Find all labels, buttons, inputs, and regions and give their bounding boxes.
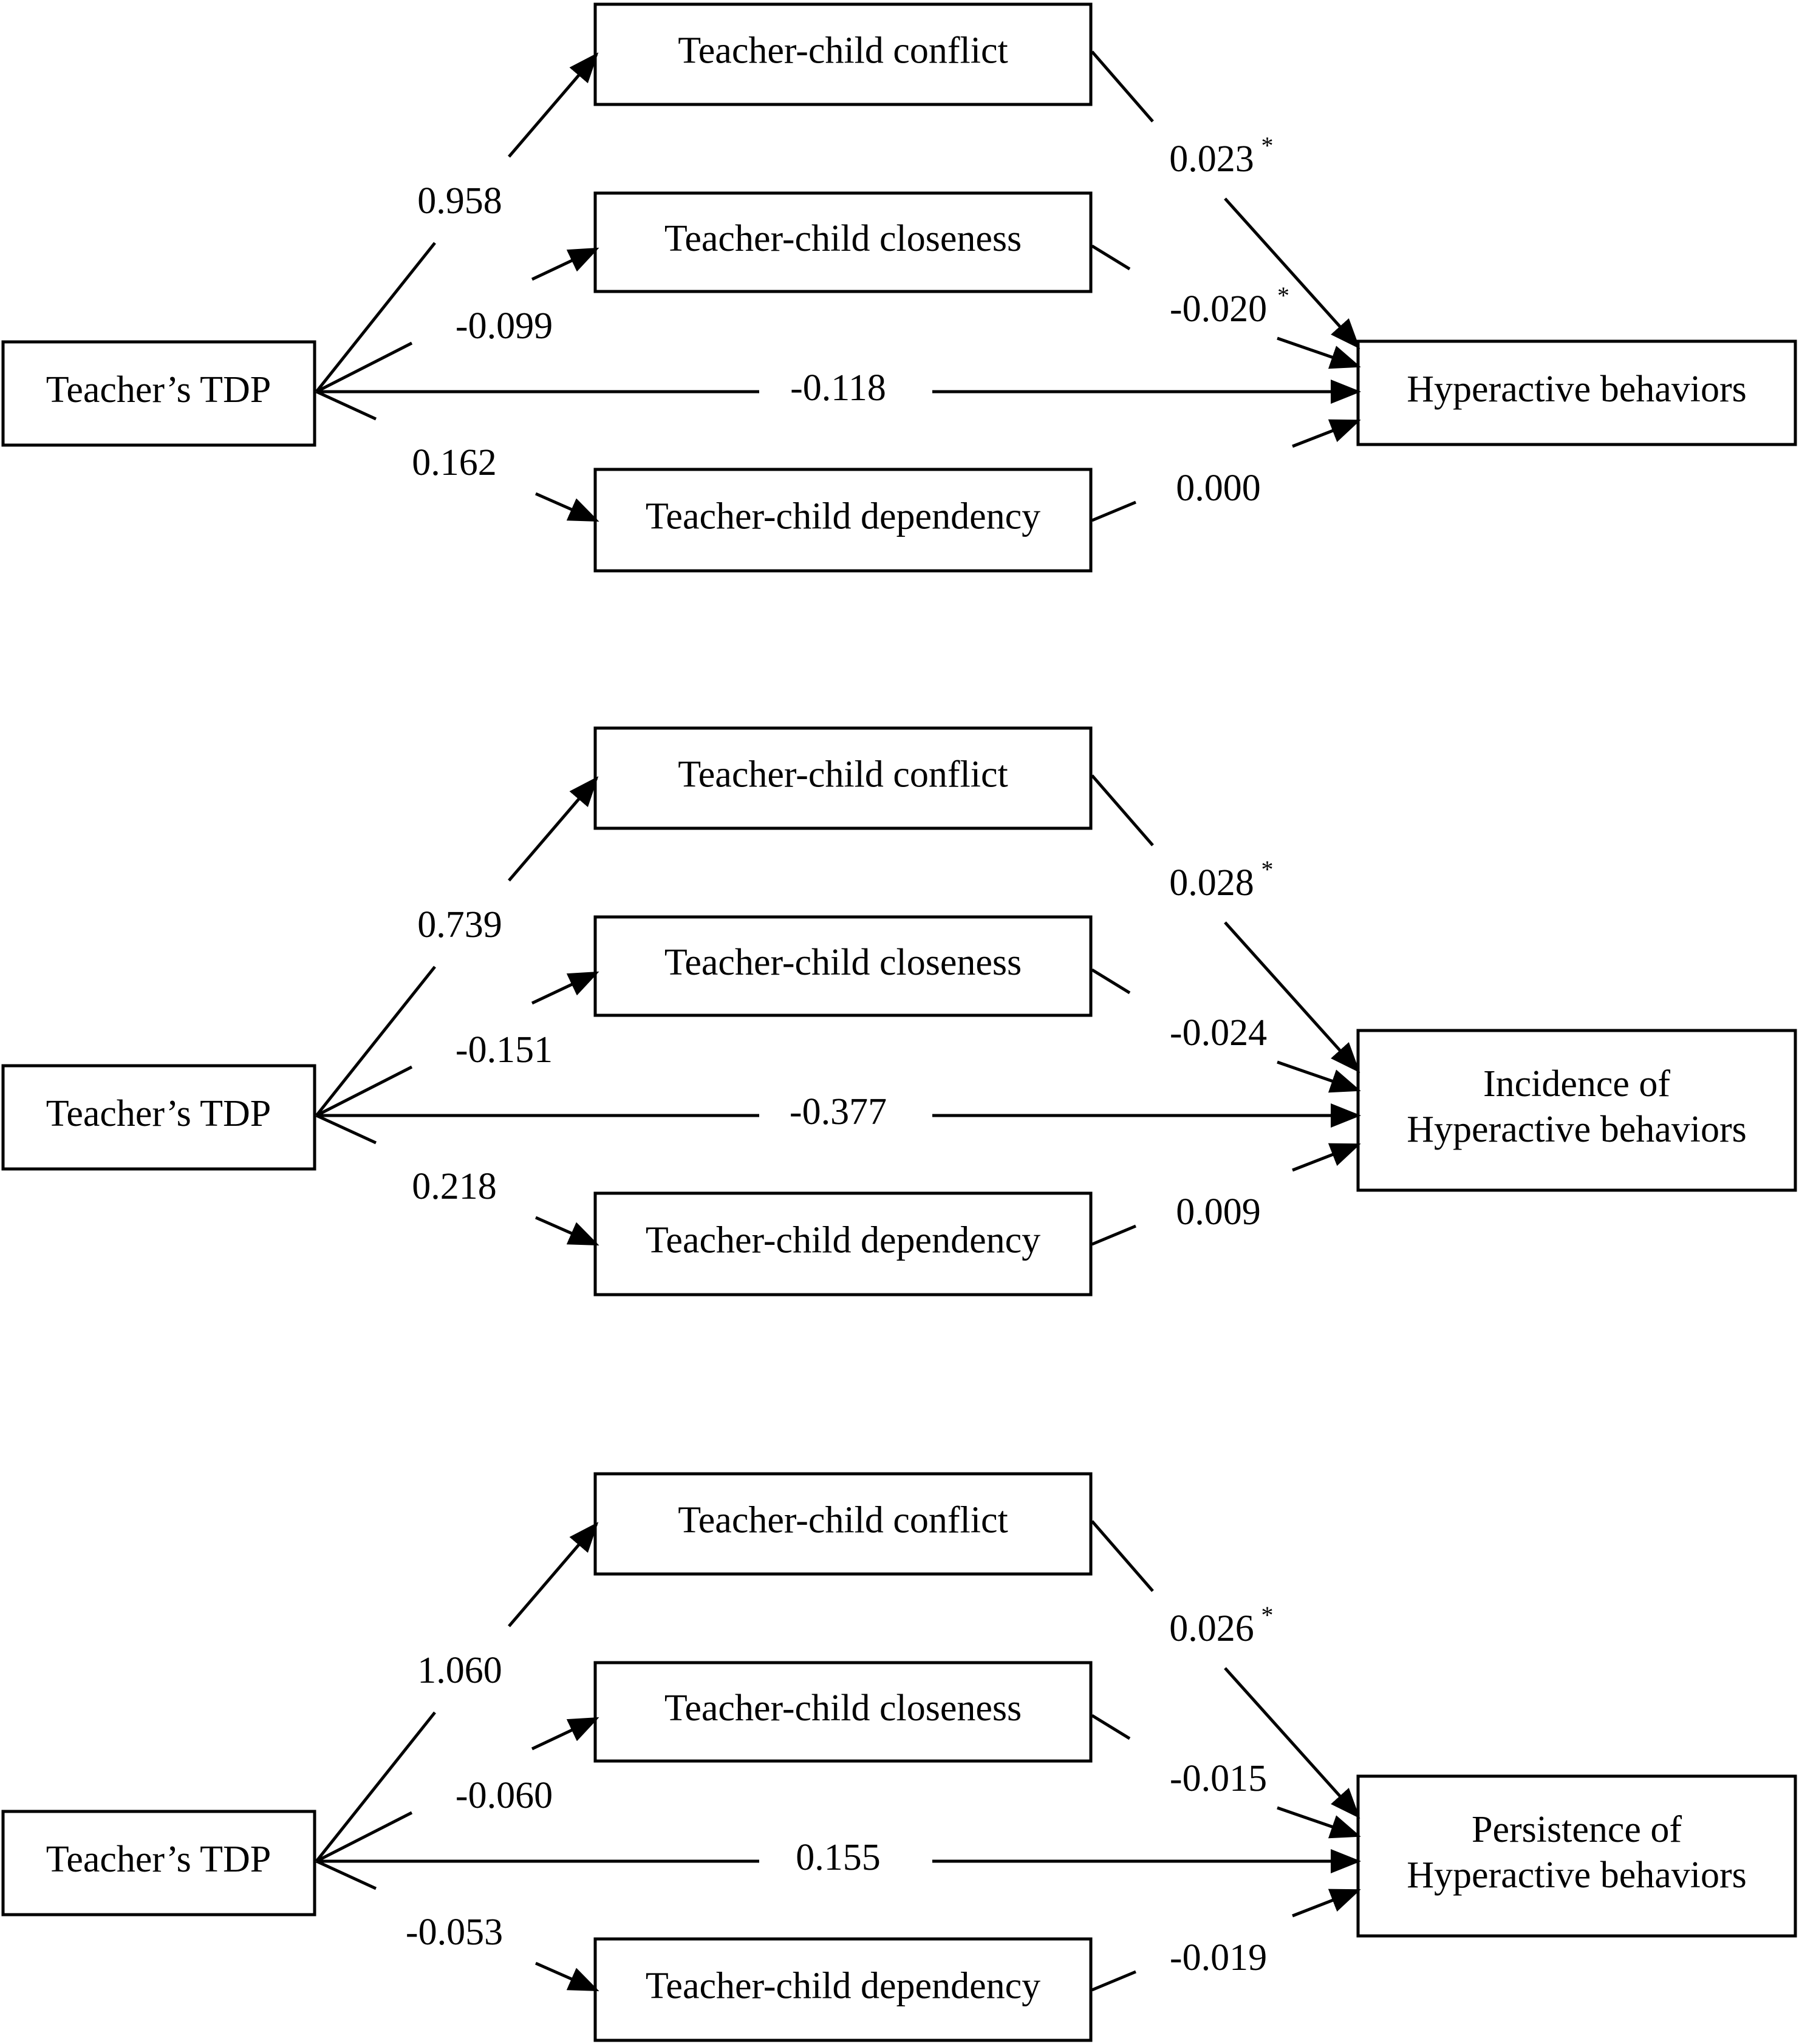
a-path-conflict-arrow [508, 776, 599, 882]
a-path-dependency-arrow [534, 1961, 599, 1992]
b-path-dependency-line [1091, 1970, 1136, 1992]
a-path-closeness-coefficient: -0.151 [456, 1029, 553, 1071]
a-path-dependency-arrow [534, 1216, 599, 1246]
mediator-label-conflict: Teacher-child conflict [678, 754, 1008, 795]
direct-path-coefficient: 0.155 [796, 1837, 881, 1878]
b-path-conflict-arrow [1224, 1667, 1360, 1819]
a-path-dependency-line [315, 1114, 377, 1145]
a-path-dependency-coefficient: 0.162 [412, 442, 497, 483]
b-path-conflict-line [1091, 50, 1154, 123]
source-box [1, 340, 316, 447]
b-path-dependency-arrow [1292, 419, 1361, 448]
b-path-conflict-arrow [1224, 197, 1360, 349]
b-path-closeness-arrow [1277, 1060, 1361, 1093]
b-path-dependency-coefficient: 0.009 [1176, 1191, 1261, 1233]
a-path-dependency-arrow [534, 492, 599, 522]
outcome-label-line-1: Incidence of [1483, 1063, 1670, 1105]
mediator-label-conflict: Teacher-child conflict [678, 30, 1008, 72]
b-path-conflict-coefficient: 0.023 [1169, 138, 1254, 180]
a-path-closeness-line [315, 1811, 413, 1863]
b-path-conflict-coefficient-significance-star: * [1261, 132, 1274, 159]
a-path-conflict-coefficient: 0.958 [417, 180, 502, 222]
path-model-panel-1: Teacher’s TDP Teacher-child conflictTeach… [1, 2, 1797, 573]
mediator-box-closeness [593, 191, 1093, 293]
a-path-dependency-line [315, 1859, 377, 1890]
a-path-dependency-coefficient: -0.053 [406, 1912, 503, 1953]
b-path-conflict-coefficient-significance-star: * [1261, 1601, 1274, 1629]
a-path-closeness-arrow [531, 247, 599, 281]
a-path-conflict-coefficient: 0.739 [417, 904, 502, 945]
b-path-dependency-line [1091, 1224, 1136, 1246]
b-path-closeness-line [1091, 244, 1131, 271]
b-path-conflict-coefficient: 0.028 [1169, 862, 1254, 904]
path-model-panel-2: Teacher’s TDP Teacher-child conflictTeach… [1, 726, 1797, 1296]
source-label: Teacher’s TDP [46, 1093, 271, 1134]
a-path-conflict-line [315, 1711, 436, 1862]
mediator-label-dependency: Teacher-child dependency [646, 496, 1040, 537]
b-path-dependency-arrow [1292, 1889, 1361, 1918]
mediator-label-dependency: Teacher-child dependency [646, 1220, 1040, 1261]
a-path-closeness-line [315, 1065, 413, 1117]
direct-path-coefficient: -0.118 [790, 367, 886, 409]
b-path-closeness-line [1091, 968, 1131, 995]
outcome-label-line-2: Hyperactive behaviors [1407, 1855, 1746, 1896]
b-path-closeness-coefficient: -0.015 [1170, 1758, 1267, 1799]
source-box [1, 1810, 316, 1916]
b-path-closeness-coefficient: -0.024 [1170, 1012, 1267, 1054]
b-path-closeness-arrow [1277, 1806, 1361, 1839]
a-path-dependency-coefficient: 0.218 [412, 1166, 497, 1207]
mediator-label-dependency: Teacher-child dependency [646, 1966, 1040, 2007]
mediator-label-conflict: Teacher-child conflict [678, 1500, 1008, 1541]
a-path-conflict-coefficient: 1.060 [417, 1650, 502, 1691]
b-path-dependency-arrow [1292, 1143, 1361, 1172]
a-path-conflict-arrow [508, 52, 599, 158]
b-path-closeness-line [1091, 1714, 1131, 1740]
direct-path-coefficient: -0.377 [790, 1091, 887, 1133]
b-path-conflict-line [1091, 774, 1154, 847]
b-path-closeness-arrow [1277, 336, 1361, 369]
mediator-label-closeness: Teacher-child closeness [664, 942, 1022, 983]
b-path-conflict-coefficient-significance-star: * [1261, 856, 1274, 883]
a-path-closeness-line [315, 341, 413, 393]
mediator-label-closeness: Teacher-child closeness [664, 1688, 1022, 1729]
b-path-dependency-coefficient: 0.000 [1176, 468, 1261, 509]
path-model-panel-3: Teacher’s TDP Teacher-child conflictTeach… [1, 1472, 1797, 2042]
a-path-closeness-arrow [531, 971, 599, 1005]
source-label: Teacher’s TDP [46, 369, 271, 411]
a-path-dependency-line [315, 390, 377, 421]
mediator-box-closeness [593, 1661, 1093, 1763]
outcome-label-line-2: Hyperactive behaviors [1407, 1109, 1746, 1150]
b-path-closeness-coefficient-significance-star: * [1277, 282, 1289, 309]
a-path-closeness-coefficient: -0.060 [456, 1775, 553, 1816]
outcome-label: Hyperactive behaviors [1407, 369, 1746, 410]
source-label: Teacher’s TDP [46, 1839, 271, 1880]
a-path-conflict-line [315, 242, 436, 393]
a-path-conflict-arrow [508, 1522, 599, 1627]
mediator-label-closeness: Teacher-child closeness [664, 218, 1022, 259]
b-path-conflict-arrow [1224, 921, 1360, 1073]
mediator-box-closeness [593, 915, 1093, 1017]
outcome-label-line-1: Persistence of [1472, 1809, 1682, 1850]
b-path-conflict-line [1091, 1520, 1154, 1592]
b-path-conflict-coefficient: 0.026 [1169, 1608, 1254, 1649]
a-path-closeness-arrow [531, 1717, 599, 1751]
source-box [1, 1064, 316, 1171]
b-path-dependency-coefficient: -0.019 [1170, 1937, 1267, 1978]
a-path-conflict-line [315, 966, 436, 1117]
a-path-closeness-coefficient: -0.099 [456, 305, 553, 347]
b-path-dependency-line [1091, 500, 1136, 522]
b-path-closeness-coefficient: -0.020 [1170, 288, 1267, 330]
